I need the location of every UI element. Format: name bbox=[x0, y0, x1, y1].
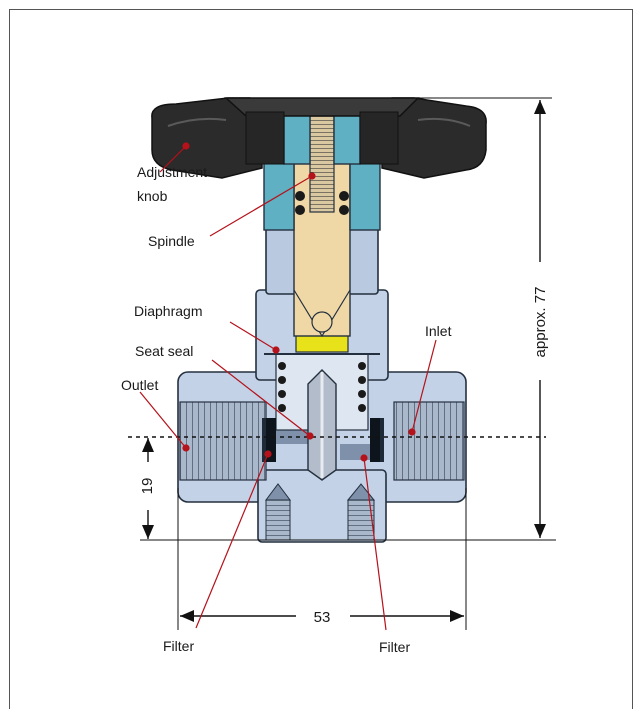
left-filter-disc bbox=[266, 418, 276, 462]
adjustment-knob-part bbox=[151, 97, 487, 179]
label-filter-left: Filter bbox=[163, 638, 194, 654]
dimension-port-height-label: 19 bbox=[139, 478, 156, 495]
dimension-width bbox=[177, 488, 467, 630]
label-spindle: Spindle bbox=[148, 233, 195, 249]
dimension-height-label: approx. 77 bbox=[532, 287, 549, 358]
label-adjustment-knob-line2: knob bbox=[137, 188, 168, 204]
label-diaphragm: Diaphragm bbox=[134, 303, 202, 319]
dimension-width-label: 53 bbox=[314, 609, 331, 626]
leader-lines bbox=[139, 142, 437, 631]
diagram-frame bbox=[9, 9, 633, 709]
label-seat-seal: Seat seal bbox=[135, 343, 193, 359]
dimension-height bbox=[140, 97, 556, 541]
label-outlet: Outlet bbox=[121, 377, 158, 393]
label-filter-right: Filter bbox=[379, 639, 410, 655]
label-inlet: Inlet bbox=[425, 323, 452, 339]
dimension-port-height bbox=[142, 438, 154, 539]
label-adjustment-knob-line1: Adjustment bbox=[137, 164, 207, 180]
spring-chamber bbox=[275, 353, 369, 481]
right-filter-disc bbox=[370, 418, 380, 462]
